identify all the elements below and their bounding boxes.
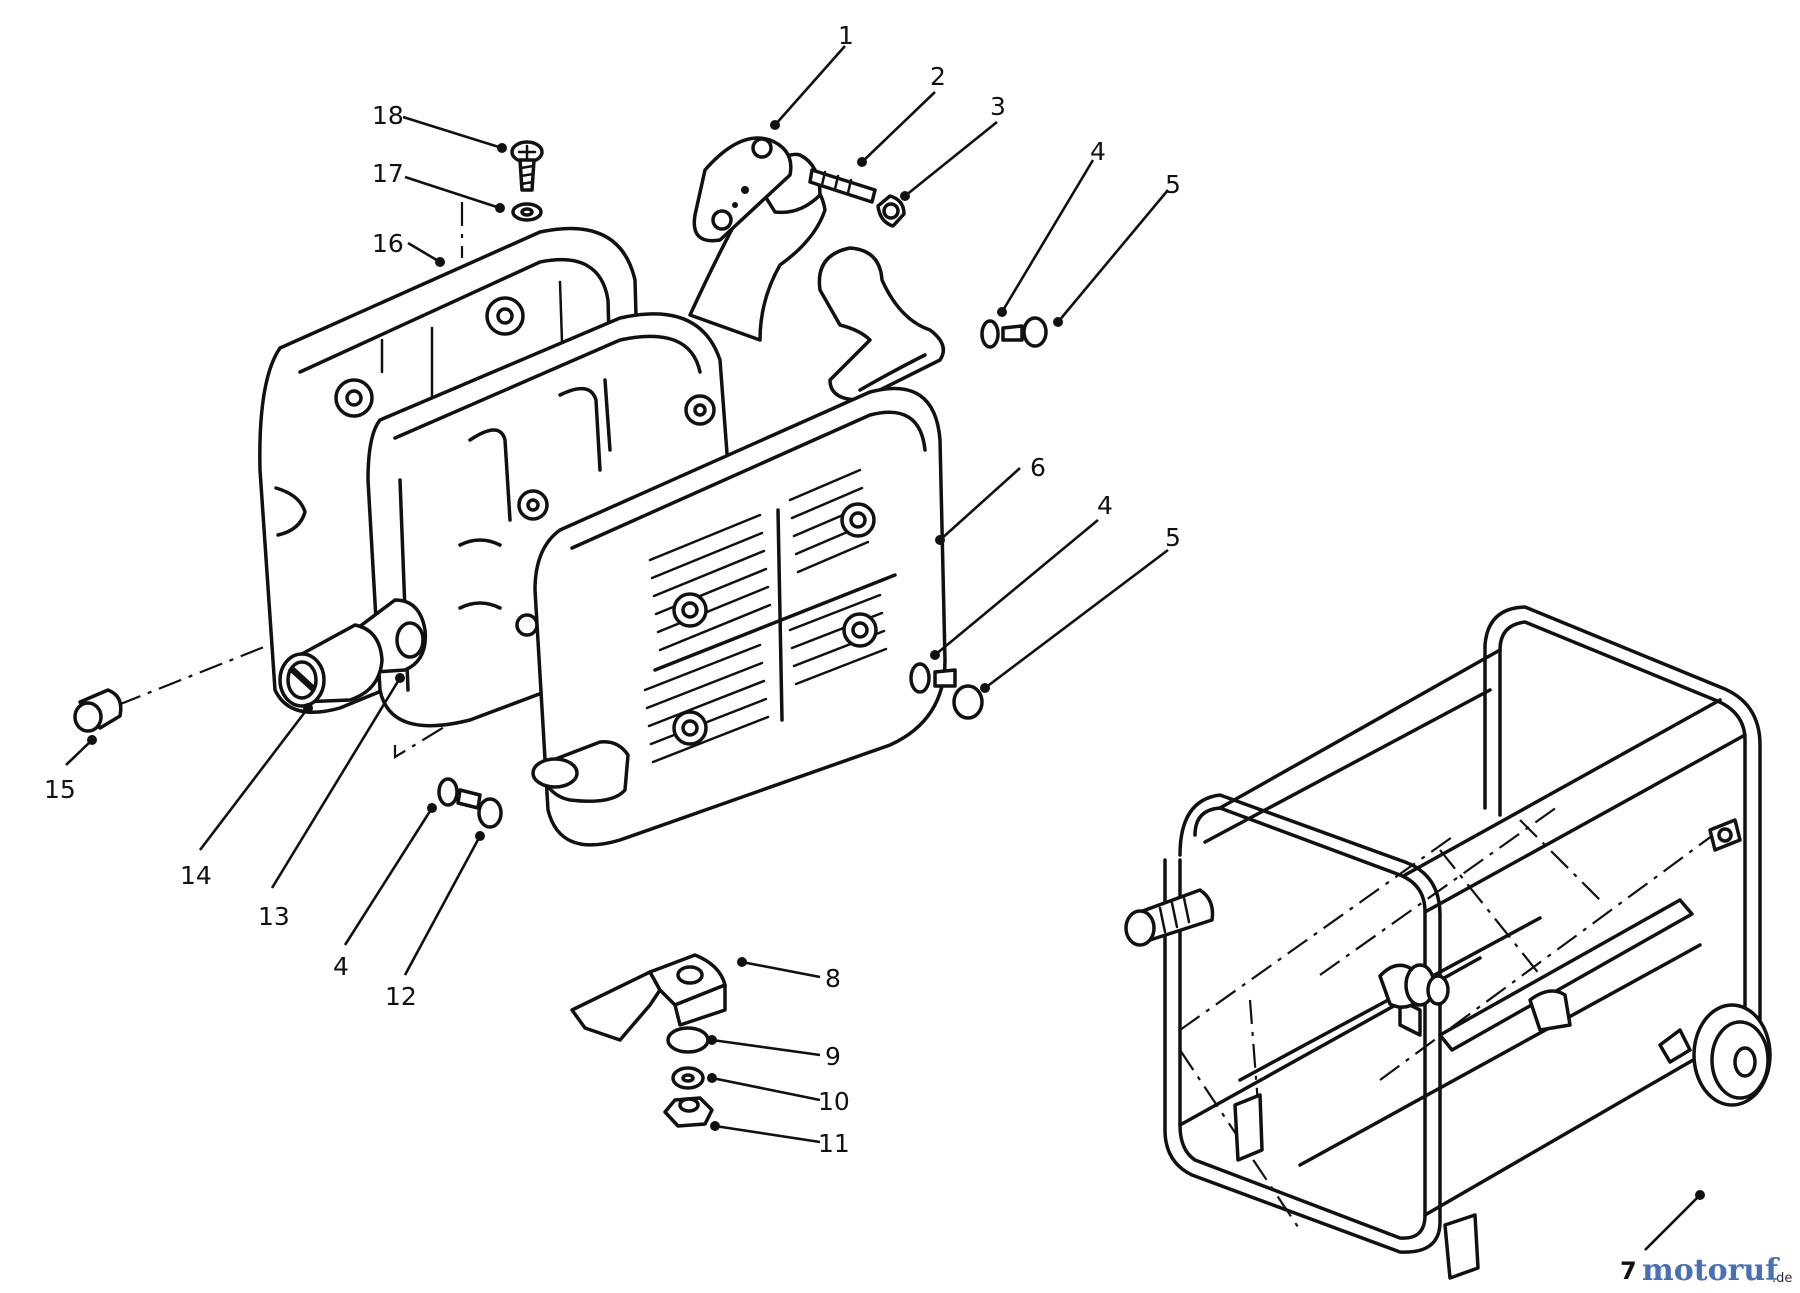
callout-11: 11 [818, 1129, 850, 1158]
callout-5: 5 [1165, 170, 1181, 199]
callout-4: 4 [333, 952, 349, 981]
callout-2: 2 [930, 62, 946, 91]
callout-14: 14 [180, 861, 212, 890]
lock-washer-part-10 [671, 1066, 705, 1090]
washer-part-4-right [909, 662, 931, 694]
callout-7: 7 [1620, 1257, 1637, 1285]
screw-part-18 [510, 140, 544, 192]
flat-washer-part-9 [666, 1026, 710, 1054]
plug-part-15 [73, 688, 123, 733]
motoruf-watermark: 7 motoruf .de [1620, 1253, 1792, 1288]
callout-labels: 1 2 3 4 5 6 4 5 18 17 16 15 14 13 4 12 8… [44, 21, 1181, 1158]
callout-18: 18 [372, 101, 404, 130]
bracket-part-8 [570, 953, 727, 1042]
frame-part-7 [1124, 605, 1772, 1280]
nut-part-11 [663, 1096, 714, 1128]
stud-part-2 [808, 168, 877, 204]
washer-part-4-lower [437, 777, 459, 807]
callout-13: 13 [258, 902, 290, 931]
callout-6: 6 [1030, 453, 1046, 482]
callout-12: 12 [385, 982, 417, 1011]
bolt-part-5-right [933, 668, 984, 720]
callout-9: 9 [825, 1042, 841, 1071]
callout-16: 16 [372, 229, 404, 258]
callout-17: 17 [372, 159, 404, 188]
nut-part-3 [876, 194, 906, 228]
watermark-tld: .de [1772, 1271, 1792, 1286]
watermark-brand: motoruf [1642, 1253, 1780, 1288]
callout-1: 1 [838, 21, 854, 50]
callout-3: 3 [990, 92, 1006, 121]
bolt-part-12 [456, 788, 503, 829]
bolt-part-5-upper [1001, 316, 1048, 348]
callout-15: 15 [44, 775, 76, 804]
callout-8: 8 [825, 964, 841, 993]
spark-arrestor-part-14 [278, 623, 384, 708]
callout-10: 10 [818, 1087, 850, 1116]
muffler-cover-part-6 [531, 386, 947, 847]
exhaust-flange-part-1 [692, 136, 793, 243]
callout-4: 4 [1090, 137, 1106, 166]
washer-part-17 [511, 202, 543, 222]
leader-lines [65, 45, 1705, 1251]
washer-part-4-upper [980, 319, 1000, 349]
callout-5: 5 [1165, 523, 1181, 552]
outlet-elbow [817, 246, 946, 402]
callout-4: 4 [1097, 491, 1113, 520]
